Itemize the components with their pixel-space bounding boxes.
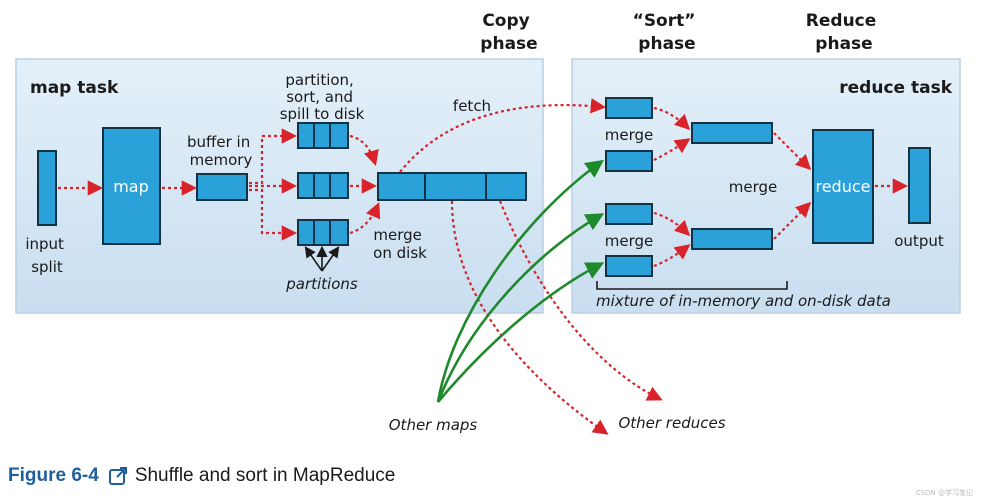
arrow-buffer-to-spill-1 <box>249 128 298 185</box>
fetch-label: fetch <box>453 97 491 115</box>
partition-pointer-left <box>304 246 323 272</box>
figure-caption: Figure 6-4 Shuffle and sort in MapReduce <box>8 463 395 489</box>
partitions-label: partitions <box>285 275 358 293</box>
arrow-to-other-reduces-2 <box>498 200 663 401</box>
buffer-block <box>196 173 248 201</box>
output-block <box>908 147 931 224</box>
merged-segment-bottom <box>691 228 773 250</box>
other-maps-label: Other maps <box>389 416 478 434</box>
arrow-buffer-to-spill-3 <box>249 188 298 241</box>
watermark: CSDN @学习笔记 <box>915 489 973 497</box>
partition-pointer-right <box>321 246 340 272</box>
arrow-fetch-to-reduce <box>399 98 607 173</box>
output-label: output <box>894 232 944 250</box>
spill-file-1 <box>297 122 349 149</box>
map-output-file <box>377 172 527 201</box>
map-label: map <box>113 177 149 196</box>
sort-phase-label: “Sort” phase <box>633 11 702 54</box>
arrow-spill-3-to-merge <box>349 202 381 235</box>
arrow-seg3-to-merge-bottom <box>653 211 691 237</box>
arrow-seg4-to-merge-bottom <box>653 244 691 268</box>
buffer-label: buffer in memory <box>187 133 255 169</box>
reduce-label: reduce <box>815 177 870 196</box>
map-task-title: map task <box>30 78 119 98</box>
figure-number: Figure 6-4 <box>8 465 99 486</box>
figure-title: Shuffle and sort in MapReduce <box>134 465 396 486</box>
spill-file-3 <box>297 219 349 246</box>
copy-phase-label: Copy phase <box>480 11 537 54</box>
merge-top-label: merge <box>605 126 654 144</box>
mixture-label: mixture of in-memory and on-disk data <box>596 292 891 310</box>
fetched-segment-3 <box>605 203 653 225</box>
other-reduces-label: Other reduces <box>618 414 725 432</box>
arrow-to-other-reduces-1 <box>450 200 609 435</box>
arrow-other-maps-to-seg3 <box>436 213 605 403</box>
merged-segment-top <box>691 122 773 144</box>
input-split-block <box>37 150 57 226</box>
fetched-segment-2 <box>605 150 653 172</box>
arrow-other-maps-to-seg4 <box>437 262 605 403</box>
fetched-segment-1 <box>605 97 653 119</box>
arrow-other-maps-to-seg2 <box>436 159 604 403</box>
arrow-seg1-to-merge-top <box>653 106 691 131</box>
arrow-spill-1-to-merge <box>349 134 379 166</box>
arrow-merge-bottom-to-reduce <box>773 201 812 240</box>
merge-bottom-label: merge <box>605 232 654 250</box>
reduce-phase-label: Reduce phase <box>806 11 882 54</box>
arrow-seg2-to-merge-top <box>653 138 691 161</box>
input-split-label: input split <box>25 235 68 276</box>
merge-on-disk-label: merge on disk <box>373 226 427 262</box>
partition-sort-spill-label: partition, sort, and spill to disk <box>280 71 365 123</box>
mapreduce-shuffle-diagram: Copy phase “Sort” phase Reduce phase map… <box>15 11 961 435</box>
merge-mid-label: merge <box>729 178 778 196</box>
arrow-merge-top-to-reduce <box>773 132 812 171</box>
mixture-bracket <box>596 281 788 290</box>
map-block <box>102 127 161 245</box>
fetched-segment-4 <box>605 255 653 277</box>
reduce-task-title: reduce task <box>839 78 952 98</box>
external-link-icon[interactable] <box>107 465 129 487</box>
spill-file-2 <box>297 172 349 199</box>
reduce-block <box>812 129 874 244</box>
